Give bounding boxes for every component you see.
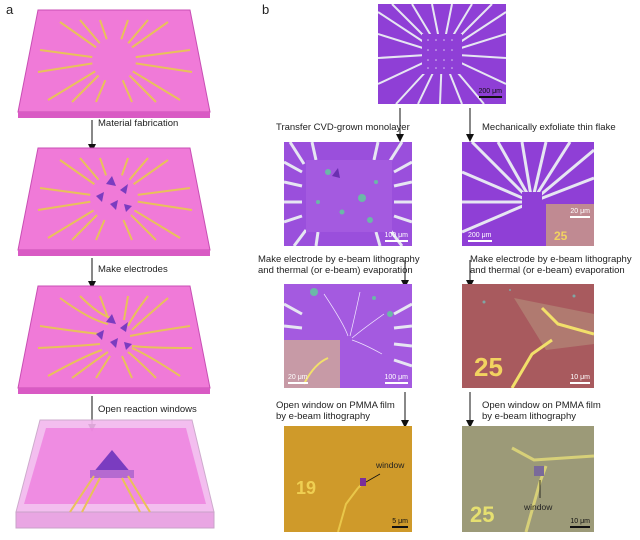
step-b-electrode-left-line2: and thermal (or e-beam) evaporation xyxy=(258,265,413,276)
micrograph-cvd-electrodes: 20 μm 100 μm xyxy=(284,284,412,388)
step-b-window-right-line1: Open window on PMMA film xyxy=(482,400,601,411)
scale-bar-exfoliated: 200 μm xyxy=(468,232,492,242)
micrograph-flake-electrodes: 25 10 μm xyxy=(462,284,594,388)
micrograph-exfoliated-flake: 25 200 μm 20 μm xyxy=(462,142,594,246)
step-b-window-left-line1: Open window on PMMA film xyxy=(276,400,395,411)
step-a-make-electrodes: Make electrodes xyxy=(98,264,168,275)
scale-bar-flake-window: 10 μm xyxy=(570,518,590,528)
window-digits-25: 25 xyxy=(470,502,494,527)
scale-bar-cvd-window: 5 μm xyxy=(392,518,408,528)
step-b-electrode-right-line1: Make electrode by e-beam lithography xyxy=(470,254,632,265)
scale-bar-flake-electrodes: 10 μm xyxy=(570,374,590,384)
electrode-digits-25: 25 xyxy=(474,352,503,382)
step-b-electrode-left-line1: Make electrode by e-beam lithography xyxy=(258,254,420,265)
inset-digits-25: 25 xyxy=(554,229,568,243)
scale-bar-cvd-electrodes: 100 μm xyxy=(384,374,408,384)
panel-a-schematics xyxy=(15,9,215,529)
micrograph-flake-window: 25 window 10 μm xyxy=(462,426,594,532)
chip-reaction-window xyxy=(15,419,215,529)
step-b-exfoliate: Mechanically exfoliate thin flake xyxy=(482,122,616,133)
chip-with-material xyxy=(17,147,211,256)
step-a-open-reaction-windows: Open reaction windows xyxy=(98,404,197,415)
window-digits-19: 19 xyxy=(296,478,316,498)
step-a-material-fabrication: Material fabrication xyxy=(98,118,179,129)
micrograph-chip-overview: 200 μm xyxy=(378,4,506,104)
panel-a-letter: a xyxy=(6,2,14,17)
step-b-transfer-cvd: Transfer CVD-grown monolayer xyxy=(276,122,410,133)
micrograph-cvd-window: 19 window 5 μm xyxy=(284,426,412,532)
scale-bar-top: 200 μm xyxy=(478,88,502,98)
chip-bare xyxy=(17,9,211,118)
scale-bar-cvd: 100 μm xyxy=(384,232,408,242)
chip-with-electrodes xyxy=(17,285,211,394)
step-b-window-left-line2: by e-beam lithography xyxy=(276,411,370,422)
step-b-electrode-right-line2: and thermal (or e-beam) evaporation xyxy=(470,265,625,276)
window-label-right: window xyxy=(524,502,553,512)
micrograph-cvd-monolayer: 100 μm xyxy=(284,142,412,246)
panel-b-arrows xyxy=(396,108,474,428)
window-label-left: window xyxy=(376,460,405,470)
step-b-window-right-line2: by e-beam lithography xyxy=(482,411,576,422)
scale-bar-cvd-inset: 20 μm xyxy=(288,374,308,384)
scale-bar-exfoliated-inset: 20 μm xyxy=(570,208,590,218)
panel-b-letter: b xyxy=(262,2,270,17)
